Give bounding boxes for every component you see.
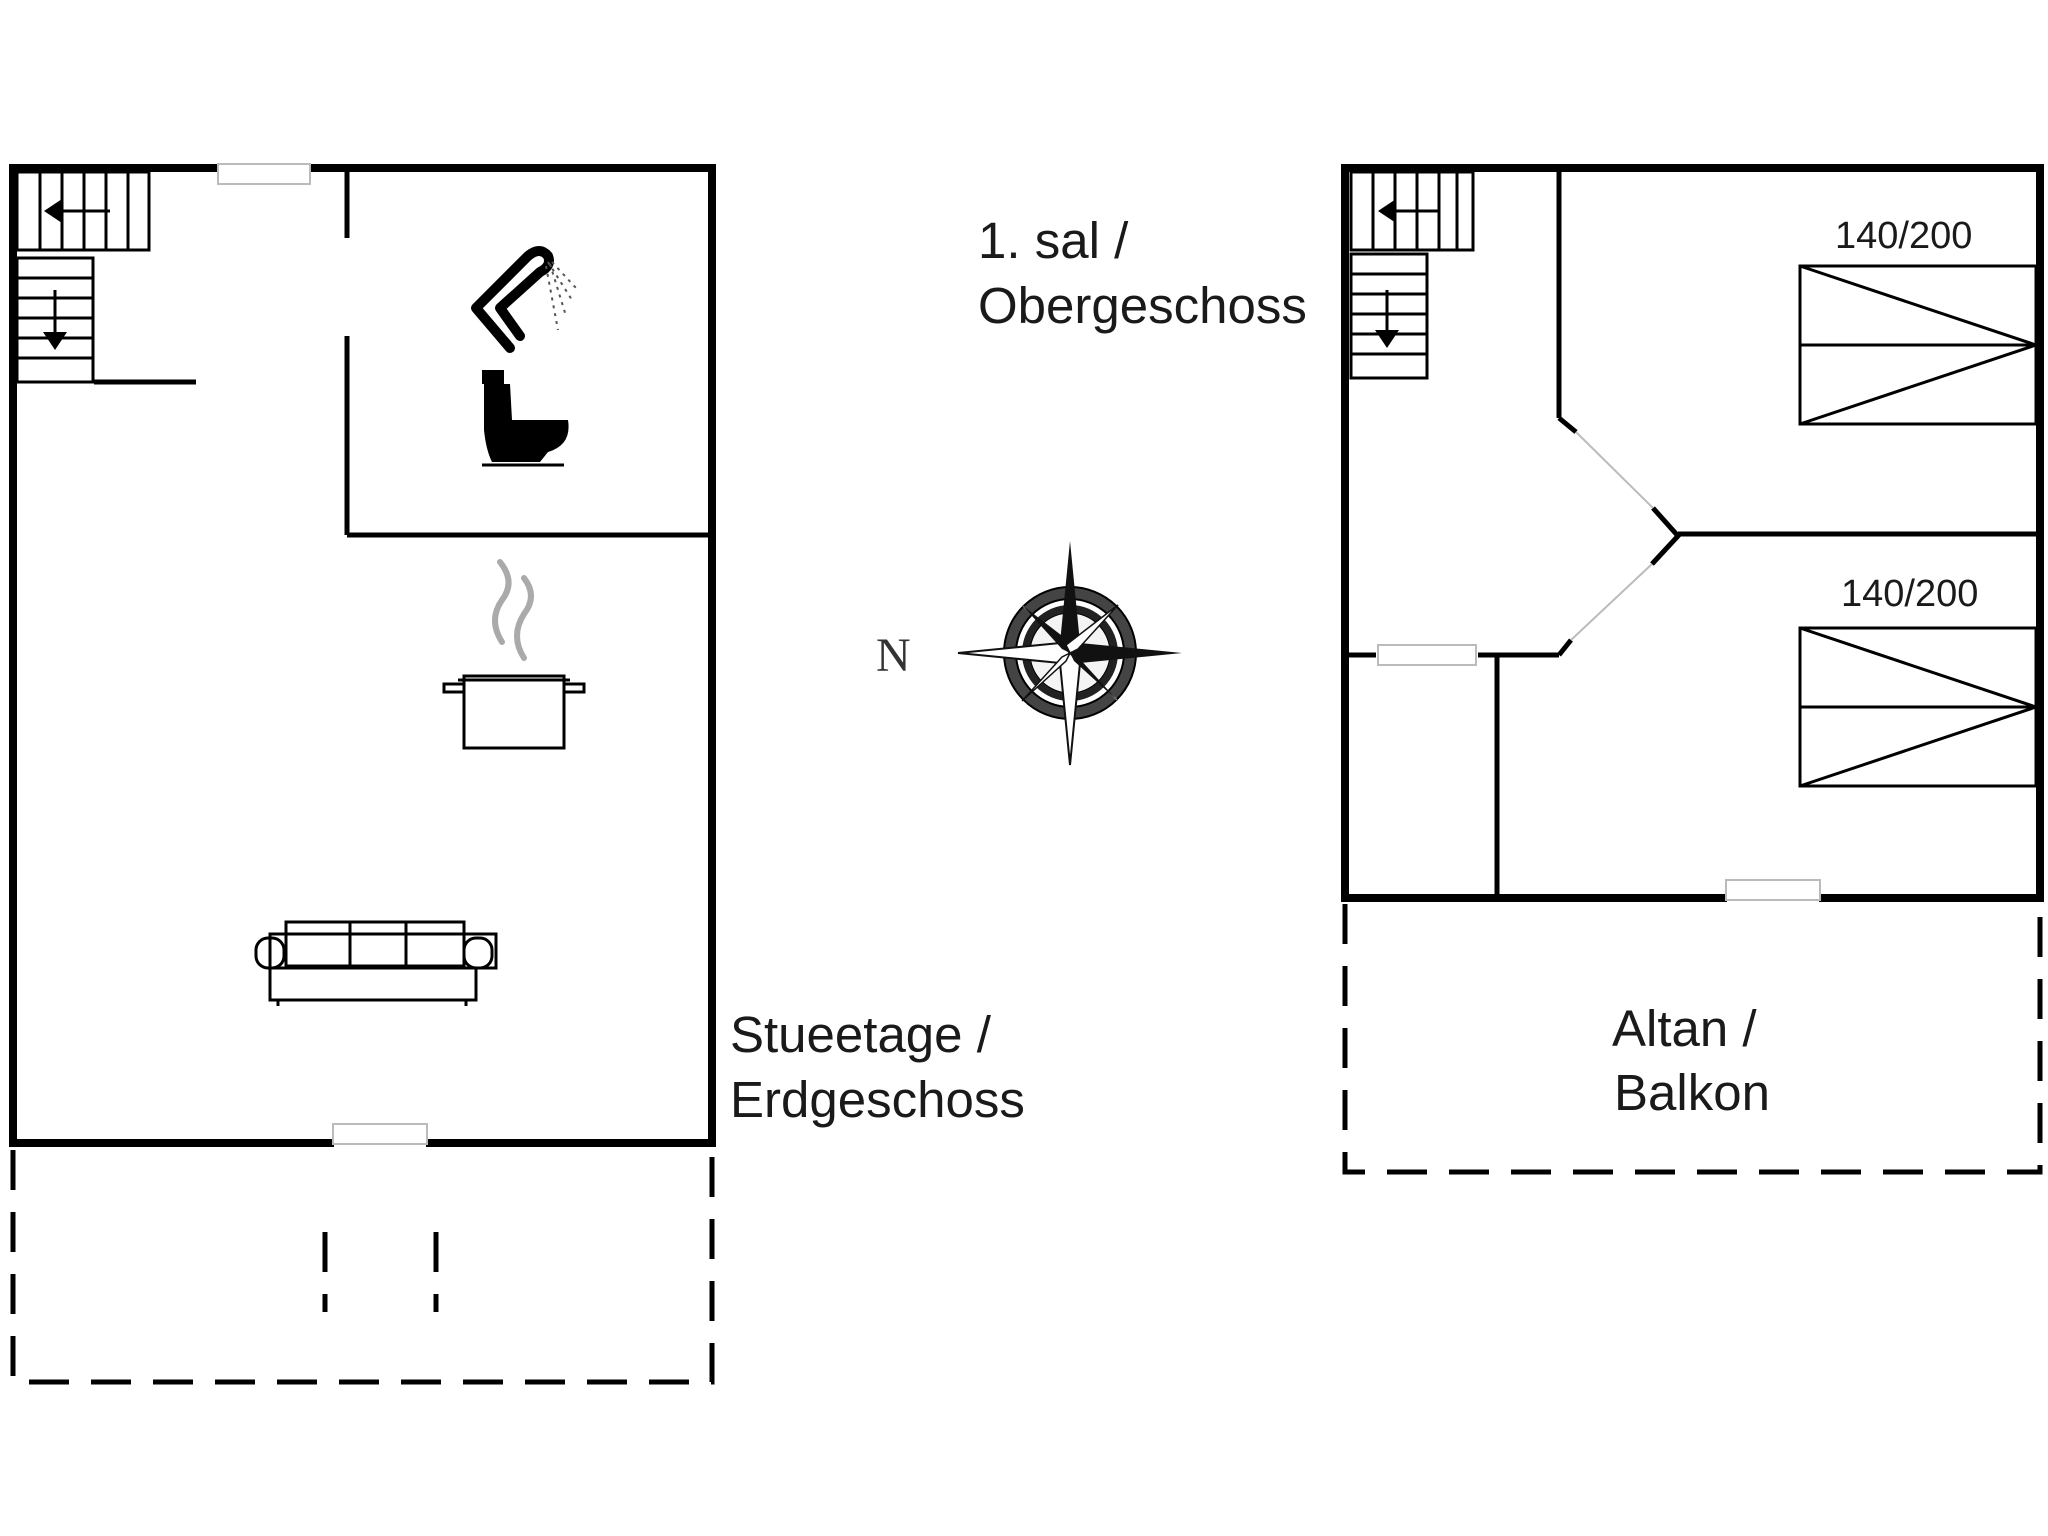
double-bed-icon: [1798, 626, 2041, 788]
ground-floor-label-line2: Erdgeschoss: [730, 1071, 1025, 1128]
double-bed-icon: [1798, 264, 2041, 426]
balcony-outline: [1342, 904, 2043, 1175]
balcony-label-line2: Balkon: [1614, 1064, 1770, 1121]
cooking-pot-icon: [442, 559, 586, 750]
bed-size-label: 140/200: [1835, 215, 1972, 257]
compass-north-label: N: [876, 629, 911, 682]
ground-floor-label-line1: Stueetage /: [730, 1006, 992, 1063]
upper-floor-plan: 140/200 140/200 Altan / Balkon: [1341, 164, 2044, 1175]
ground-terrace-outline: [10, 1150, 715, 1385]
sofa-icon: [254, 920, 498, 1006]
balcony-label-line1: Altan /: [1612, 1000, 1757, 1057]
toilet-icon: [482, 370, 569, 467]
upper-floor-walls: [1341, 164, 2044, 902]
shower-icon: [471, 246, 577, 353]
compass-rose-icon: [957, 541, 1182, 766]
ground-floor-walls: [9, 163, 716, 1147]
upper-floor-label-line2: Obergeschoss: [978, 277, 1307, 334]
bed-size-label: 140/200: [1841, 573, 1978, 615]
upper-floor-label-line1: 1. sal /: [978, 212, 1129, 269]
ground-floor-plan: Stueetage / Erdgeschoss: [9, 163, 1025, 1385]
staircase-icon: [1349, 170, 1475, 380]
staircase-icon: [15, 170, 151, 384]
